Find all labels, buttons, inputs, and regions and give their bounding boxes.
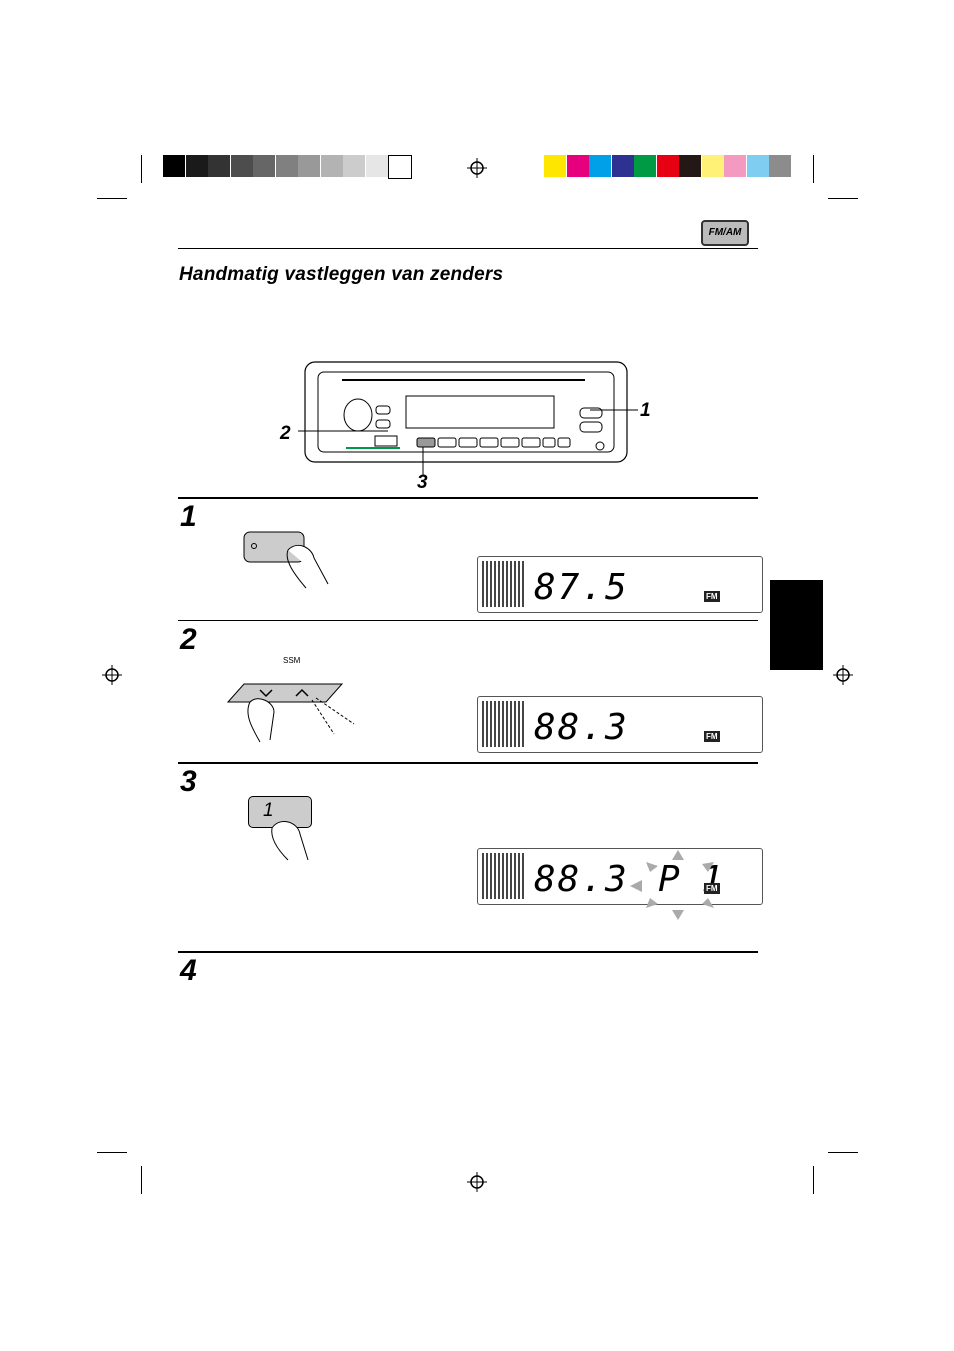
color-swatch	[746, 155, 769, 177]
frequency-readout: 87.5	[534, 567, 629, 608]
color-swatch	[769, 155, 791, 177]
blink-indicator-icon	[630, 850, 714, 920]
step-divider	[178, 497, 758, 499]
color-swatch	[253, 155, 275, 177]
registration-mark-icon	[467, 158, 487, 178]
crop-mark	[828, 1152, 858, 1153]
tune-buttons-illustration	[226, 683, 355, 743]
level-meter-icon	[482, 701, 526, 747]
level-meter-icon	[482, 853, 526, 899]
step-number: 3	[180, 765, 197, 798]
color-swatch	[724, 155, 746, 177]
press-button-illustration	[243, 531, 329, 589]
color-swatch	[679, 155, 701, 177]
registration-mark-icon	[467, 1172, 487, 1192]
callout-1: 1	[640, 400, 651, 421]
registration-mark-icon	[102, 665, 122, 685]
language-tab	[770, 580, 823, 670]
color-swatch	[611, 155, 634, 177]
color-swatch	[230, 155, 253, 177]
ssm-label: SSM	[283, 656, 301, 665]
color-swatch	[634, 155, 656, 177]
frequency-readout: 88.3	[534, 859, 629, 900]
band-indicator: FM	[704, 731, 720, 742]
finger-icon	[271, 820, 309, 861]
callout-2: 2	[280, 423, 291, 444]
preset-button-label: 1	[263, 800, 274, 821]
color-swatch	[544, 155, 566, 177]
frequency-readout: 88.3	[534, 707, 629, 748]
step-divider	[178, 762, 758, 764]
crop-mark	[813, 1166, 814, 1194]
color-swatch	[589, 155, 611, 177]
registration-mark-icon	[833, 665, 853, 685]
band-indicator: FM	[704, 883, 720, 894]
color-swatch	[275, 155, 298, 177]
crop-mark	[97, 198, 127, 199]
car-stereo-diagram	[298, 361, 638, 476]
level-meter-icon	[482, 561, 526, 607]
step-divider	[178, 620, 758, 621]
step-number: 1	[180, 500, 197, 533]
crop-mark	[828, 198, 858, 199]
crop-mark	[141, 155, 142, 183]
lcd-display: 88.3 P 1 FM	[477, 848, 763, 905]
header-rule	[178, 248, 758, 249]
crop-mark	[813, 155, 814, 183]
color-swatch	[566, 155, 589, 177]
color-swatch	[701, 155, 724, 177]
color-swatch	[320, 155, 343, 177]
lcd-display: 87.5 FM	[477, 556, 763, 613]
crop-mark	[141, 1166, 142, 1194]
color-swatch	[388, 155, 412, 179]
callout-3: 3	[417, 472, 428, 493]
step-divider	[178, 951, 758, 953]
lcd-display: 88.3 FM	[477, 696, 763, 753]
color-swatch	[208, 155, 230, 177]
color-swatch	[656, 155, 679, 177]
band-indicator: FM	[704, 591, 720, 602]
color-swatch	[185, 155, 208, 177]
color-swatch	[163, 155, 185, 177]
fm-am-band-icon: FM/AM	[701, 220, 749, 246]
crop-mark	[97, 1152, 127, 1153]
color-swatch	[343, 155, 365, 177]
step-number: 2	[180, 623, 197, 656]
section-title: Handmatig vastleggen van zenders	[179, 264, 504, 285]
step-number: 4	[180, 954, 197, 987]
color-swatch	[298, 155, 320, 177]
color-swatch	[365, 155, 388, 177]
